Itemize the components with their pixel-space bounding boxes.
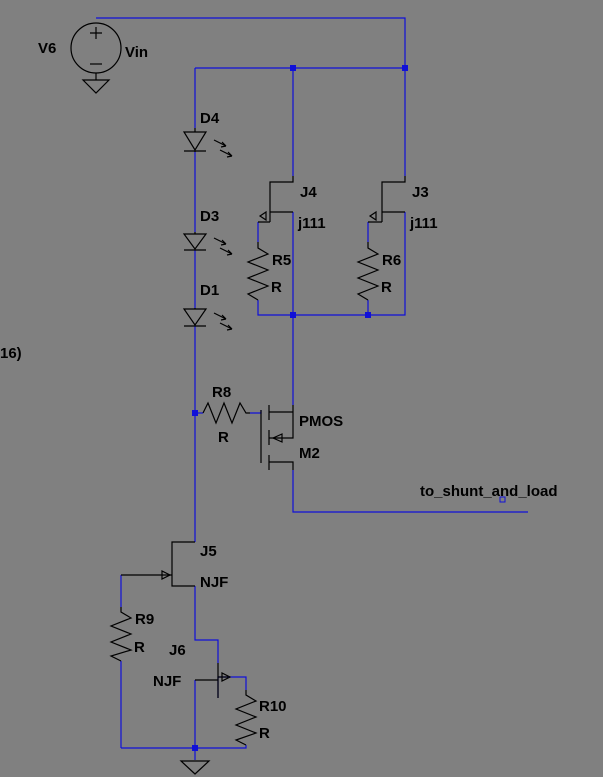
j4-ref-label: J4 [300, 184, 317, 201]
r10-value-label: R [259, 725, 270, 742]
j5-ref-label: J5 [200, 543, 217, 560]
led-d1[interactable]: D1 [182, 282, 233, 331]
m2-value-label: PMOS [299, 413, 343, 430]
net-label-to-shunt-and-load[interactable]: to_shunt_and_load [420, 483, 558, 503]
voltage-source-v6[interactable]: V6 Vin [38, 22, 148, 80]
j5-value-label: NJF [200, 574, 228, 591]
j6-value-label: NJF [153, 673, 181, 690]
jfet-j5[interactable]: J5 NJF [121, 541, 228, 591]
resistor-r6[interactable]: R6 R [356, 242, 401, 301]
d1-ref-label: D1 [200, 282, 219, 299]
clipped-edge-text: 16) [0, 345, 22, 362]
d3-ref-label: D3 [200, 208, 219, 225]
r5-value-label: R [271, 279, 282, 296]
jfet-j3[interactable]: J3 j111 [368, 176, 438, 232]
junction-dot [290, 65, 296, 71]
junction-dot [290, 312, 296, 318]
j4-value-label: j111 [297, 215, 326, 232]
r8-ref-label: R8 [212, 384, 231, 401]
d4-ref-label: D4 [200, 110, 220, 127]
m2-ref-label: M2 [299, 445, 320, 462]
resistor-r9[interactable]: R9 R [109, 607, 154, 662]
resistor-r10[interactable]: R10 R [234, 690, 287, 746]
resistor-r8[interactable]: R8 R [202, 384, 250, 446]
ground-symbol-top [81, 79, 111, 94]
j3-ref-label: J3 [412, 184, 429, 201]
j6-ref-label: J6 [169, 642, 186, 659]
r8-value-label: R [218, 429, 229, 446]
r6-ref-label: R6 [382, 252, 401, 269]
resistor-r5[interactable]: R5 R [246, 242, 291, 301]
junction-dot [192, 410, 198, 416]
r10-ref-label: R10 [259, 698, 287, 715]
jfet-j4[interactable]: J4 j111 [258, 176, 326, 232]
pmos-m2[interactable]: PMOS M2 [260, 405, 343, 470]
j3-value-label: j111 [409, 215, 438, 232]
r6-value-label: R [381, 279, 392, 296]
led-d3[interactable]: D3 [182, 208, 233, 256]
junction-dot [192, 745, 198, 751]
v6-ref-label: V6 [38, 40, 56, 57]
r5-ref-label: R5 [272, 252, 291, 269]
ground-symbol-bottom [179, 760, 211, 775]
led-d4[interactable]: D4 [182, 110, 233, 158]
r9-value-label: R [134, 639, 145, 656]
junction-dot [402, 65, 408, 71]
jfet-j6[interactable]: J6 NJF [153, 642, 232, 698]
net-label-text: to_shunt_and_load [420, 483, 558, 500]
wires [96, 17, 528, 760]
r9-ref-label: R9 [135, 611, 154, 628]
junction-dots [192, 65, 408, 751]
junction-dot [365, 312, 371, 318]
v6-value-label: Vin [125, 44, 148, 61]
